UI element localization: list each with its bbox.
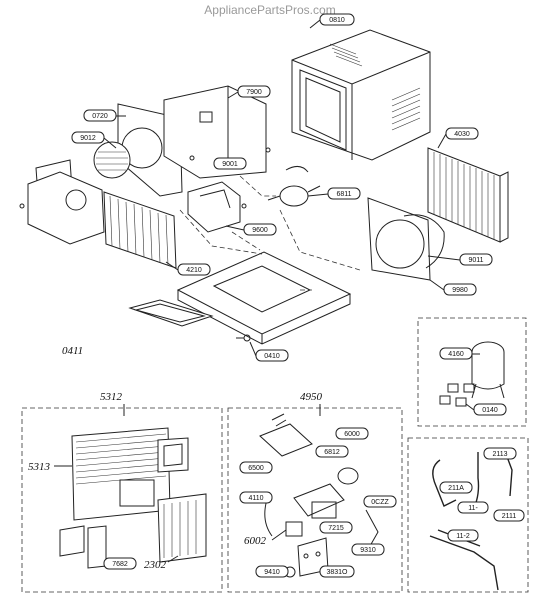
svg-text:4030: 4030 xyxy=(454,131,470,138)
callout-0CZZ: 0CZZ xyxy=(363,495,397,508)
callout-9980: 9980 xyxy=(443,283,477,296)
svg-text:2111: 2111 xyxy=(502,513,517,520)
callout-labels: 0810 0720 7900 9012 4030 9001 6811 9600 … xyxy=(71,13,525,578)
control-box xyxy=(227,407,403,593)
svg-text:9012: 9012 xyxy=(80,135,96,142)
leader-lines xyxy=(103,19,480,411)
handwritten-5312: 5312 xyxy=(100,391,123,403)
svg-text:2113: 2113 xyxy=(492,451,507,458)
callout-7215: 7215 xyxy=(319,521,353,534)
fan-motor-icon xyxy=(267,166,321,207)
compressor-box xyxy=(417,317,527,427)
svg-text:0CZZ: 0CZZ xyxy=(371,499,389,506)
assembly-lines xyxy=(179,175,361,291)
svg-text:6500: 6500 xyxy=(248,465,264,472)
handwritten-2302: 2302 xyxy=(144,559,167,571)
callout-3831O: 3831O xyxy=(319,565,355,578)
svg-text:6000: 6000 xyxy=(344,431,360,438)
callout-6000: 6000 xyxy=(335,427,369,440)
callout-11x: 11- xyxy=(457,501,489,514)
svg-text:9410: 9410 xyxy=(264,569,280,576)
svg-text:6812: 6812 xyxy=(324,449,340,456)
handwritten-0411: 0411 xyxy=(62,345,83,357)
callout-2111: 2111 xyxy=(493,509,525,522)
watermark: AppliancePartsPros.com xyxy=(204,3,335,17)
screw-icon xyxy=(19,147,271,342)
svg-text:0720: 0720 xyxy=(92,113,108,120)
callout-11-2: 11-2 xyxy=(447,529,479,542)
svg-text:4210: 4210 xyxy=(186,267,202,274)
callout-6812: 6812 xyxy=(315,445,349,458)
bracket-icon xyxy=(27,171,105,245)
callout-211A: 211A xyxy=(439,481,473,494)
callout-6500: 6500 xyxy=(239,461,273,474)
callout-7900: 7900 xyxy=(237,85,271,98)
handwritten-labels: 0411 5312 4950 5313 6002 2302 xyxy=(28,345,323,571)
condenser-coil-icon xyxy=(427,147,509,243)
svg-text:0810: 0810 xyxy=(329,17,345,24)
svg-text:6811: 6811 xyxy=(336,191,351,198)
svg-text:9001: 9001 xyxy=(222,161,238,168)
handwritten-6002: 6002 xyxy=(244,535,267,547)
svg-text:11-: 11- xyxy=(468,505,478,512)
callout-9600: 9600 xyxy=(243,223,277,236)
front-grille-box xyxy=(21,407,223,593)
callout-7682: 7682 xyxy=(103,557,137,570)
callout-4160: 4160 xyxy=(439,347,473,360)
svg-text:7215: 7215 xyxy=(328,525,344,532)
svg-text:211A: 211A xyxy=(448,485,464,492)
svg-text:7682: 7682 xyxy=(112,561,128,568)
svg-text:0140: 0140 xyxy=(482,407,498,414)
partition-panel-icon xyxy=(163,85,267,179)
svg-text:9310: 9310 xyxy=(360,547,376,554)
handwritten-5313: 5313 xyxy=(28,461,51,473)
callout-9011: 9011 xyxy=(459,253,493,266)
drain-tray-icon xyxy=(128,299,214,327)
callout-2113: 2113 xyxy=(483,447,517,460)
callout-9001: 9001 xyxy=(213,157,247,170)
callout-4030: 4030 xyxy=(445,127,479,140)
svg-text:0410: 0410 xyxy=(264,353,280,360)
handwritten-4950: 4950 xyxy=(300,391,323,403)
callout-6811: 6811 xyxy=(327,187,361,200)
svg-text:9980: 9980 xyxy=(452,287,468,294)
callout-9410: 9410 xyxy=(255,565,289,578)
svg-text:9600: 9600 xyxy=(252,227,268,234)
svg-text:4160: 4160 xyxy=(448,351,464,358)
callout-9310: 9310 xyxy=(351,543,385,556)
evaporator-coil-icon xyxy=(103,191,177,269)
callout-4210: 4210 xyxy=(177,263,211,276)
svg-text:3831O: 3831O xyxy=(326,569,348,576)
motor-mount-icon xyxy=(187,181,241,233)
svg-text:11-2: 11-2 xyxy=(456,533,470,540)
callout-0140: 0140 xyxy=(473,403,507,416)
callout-9012: 9012 xyxy=(71,131,105,144)
svg-text:4110: 4110 xyxy=(248,495,263,502)
callout-0410: 0410 xyxy=(255,349,289,362)
svg-text:9011: 9011 xyxy=(468,257,483,264)
callout-0810: 0810 xyxy=(319,13,355,26)
svg-text:7900: 7900 xyxy=(246,89,262,96)
callout-0720: 0720 xyxy=(83,109,117,122)
callout-4110: 4110 xyxy=(239,491,273,504)
cabinet-icon xyxy=(291,29,431,161)
